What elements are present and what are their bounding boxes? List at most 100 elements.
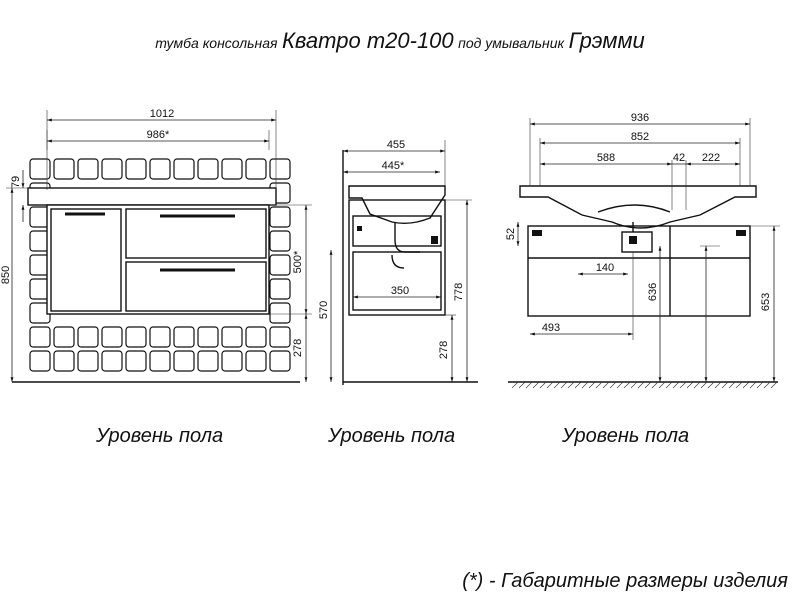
dim-back-mid: 42 [673,152,685,164]
wall-tile [221,158,243,180]
side-cabinet [348,199,446,316]
wall-tile [125,326,147,348]
hatch-line [693,381,701,389]
dim-back-offset: 493 [542,322,560,334]
floor-label-front: Уровень пола [96,425,224,447]
wall-tile [173,326,195,348]
wall-tile [101,350,123,372]
dim-body-height: 570 [318,301,330,319]
title-prefix: тумба консольная [155,35,278,51]
floor-label-side: Уровень пола [328,425,456,447]
hatch-line [546,381,554,389]
dim-back-inner: 852 [631,131,649,143]
dim-back-top: 52 [505,228,517,240]
hatch-line [574,381,582,389]
siphon [391,222,420,269]
wall-tile [149,158,171,180]
hatch-line [679,381,687,389]
wall-tile [221,350,243,372]
wall-tile [53,326,75,348]
hatch-line [567,381,575,389]
wall-tile [269,158,291,180]
wall-tile [149,350,171,372]
title-model: Кватро т20-100 [281,28,454,53]
hatch-line [742,381,750,389]
wall-tile [149,326,171,348]
side-lower-drawer [352,251,442,311]
hatch-line [581,381,589,389]
hatch-line [532,381,540,389]
wall-tile [245,158,267,180]
wall-tile [197,326,219,348]
title-middle: под умывальник [458,35,565,51]
worktop [27,187,277,206]
fitting [357,226,362,231]
wall-tile [245,350,267,372]
cabinet-door [50,208,122,312]
hatch-line [651,381,659,389]
drain-fitting [621,231,653,253]
hatch-line [735,381,743,389]
wall-tile [101,158,123,180]
dim-drawer-depth: 350 [391,285,409,297]
wall-tile [269,278,291,300]
hatch-line [644,381,652,389]
wall-tile [269,206,291,228]
wall-tile [77,350,99,372]
hatch-line [637,381,645,389]
hatch-line [749,381,757,389]
hatch-line [609,381,617,389]
wall-tile [125,350,147,372]
hatch-line [518,381,526,389]
hatch-line [630,381,638,389]
dim-side-floor-gap: 278 [438,341,450,359]
hatch-line [763,381,771,389]
hatch-line [672,381,680,389]
hatch-line [728,381,736,389]
dim-body-depth: 445* [382,160,405,172]
hatch-line [602,381,610,389]
dim-overall-width: 1012 [150,108,174,120]
hatch-line [511,381,519,389]
wall-tile [29,350,51,372]
wall-tile [77,326,99,348]
footnote: (*) - Габаритные размеры изделия [462,570,788,592]
wall-tile [269,254,291,276]
hatch-line [595,381,603,389]
hatch-line [686,381,694,389]
back-cabinet [527,225,751,317]
wall-tile [269,230,291,252]
wall-tile [269,350,291,372]
hatch-line [770,381,778,389]
back-view: 936 852 588 42 222 140 493 52 636 653 [505,112,780,389]
dim-back-right: 222 [702,152,720,164]
dim-drawer-height: 500* [292,250,304,273]
dim-depth: 455 [387,139,405,151]
wall-tile [53,158,75,180]
sink-profile [348,185,446,225]
wall-tile [269,302,291,324]
hatch-line [700,381,708,389]
dim-total-height: 850 [0,266,12,284]
wall-tile [29,326,51,348]
dim-back-height: 653 [760,293,772,311]
floor-hatch [511,381,778,389]
sink-rim [597,204,671,213]
wall-tile [173,350,195,372]
hatch-line [616,381,624,389]
drawing-title: тумба консольная Кватро т20-100 под умыв… [0,28,800,54]
floor-label-back: Уровень пола [562,425,690,447]
dim-back-pipe: 140 [596,262,614,274]
hatch-line [707,381,715,389]
wall-tile [125,158,147,180]
bracket [532,230,542,236]
hatch-line [714,381,722,389]
wall-tile [269,326,291,348]
wall-tiles [29,158,291,372]
side-upper-drawer [352,215,442,247]
wall-tile [197,350,219,372]
dim-back-pipe-height: 636 [647,283,659,301]
wall-tile [29,158,51,180]
bracket [736,230,746,236]
